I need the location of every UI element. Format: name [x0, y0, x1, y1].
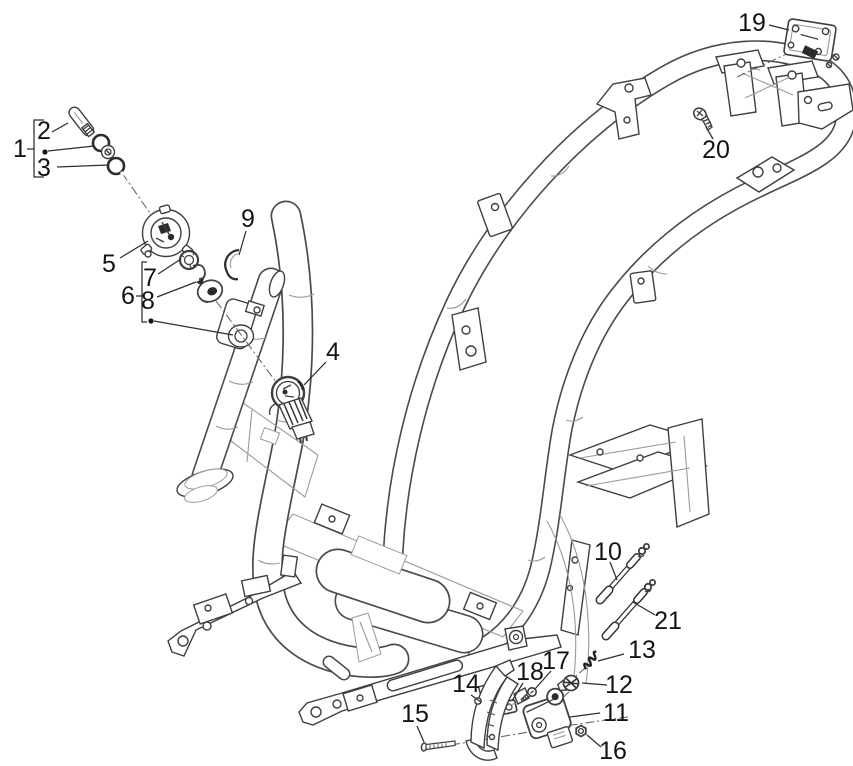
callout-4-label: 4 — [326, 338, 340, 366]
callout-21-leader — [632, 601, 656, 616]
callout-14-label: 14 — [452, 670, 480, 698]
part-retaining-clip — [224, 248, 240, 281]
callout-6-leader — [153, 320, 234, 336]
callout-16-leader — [586, 734, 602, 748]
rail-brackets — [451, 77, 796, 371]
callout-9-leader — [238, 230, 247, 256]
parts-layer — [68, 18, 840, 761]
part-rod-21 — [601, 579, 657, 641]
callout-12-label: 12 — [605, 671, 633, 699]
callout-5-leader — [119, 240, 149, 259]
callout-20-leader — [705, 126, 714, 140]
callout-17-label: 17 — [542, 647, 570, 675]
callout-8-leader — [156, 281, 197, 298]
callout-6-bracket — [141, 261, 147, 323]
part-ignition-switch — [268, 375, 315, 444]
callout-11-leader — [569, 712, 601, 718]
part-lock-cap — [196, 279, 224, 304]
callout-21-label: 21 — [654, 607, 682, 635]
callout-18-leader — [511, 682, 524, 702]
callout-19-label: 19 — [738, 9, 766, 37]
part-plug-12 — [556, 674, 580, 692]
part-screw-15 — [420, 740, 456, 752]
callout-19-leader — [768, 24, 790, 31]
callout-11-label: 11 — [603, 699, 629, 727]
callout-3-leader — [56, 164, 109, 168]
callout-7-leader — [157, 258, 182, 275]
callout-15-label: 15 — [401, 700, 429, 728]
part-spring-13 — [583, 650, 597, 670]
callout-1-dot — [42, 149, 48, 155]
callout-13-label: 13 — [628, 636, 656, 664]
frame-artwork — [167, 49, 853, 726]
callout-14-leader — [470, 694, 482, 703]
callout-9-label: 9 — [241, 205, 255, 233]
part-screw-17 — [520, 687, 537, 703]
callout-2-label: 2 — [37, 117, 51, 145]
floor-platform — [271, 503, 524, 637]
callout-1-leader — [47, 145, 95, 152]
callout-6-label: 6 — [121, 282, 135, 310]
part-lock-body — [140, 204, 194, 258]
callout-5-label: 5 — [102, 250, 116, 278]
callout-1-label: 1 — [13, 135, 27, 163]
callout-18-label: 18 — [516, 658, 544, 686]
callout-12-leader — [581, 682, 608, 686]
callout-16-label: 16 — [599, 737, 627, 765]
callout-6-dot — [148, 318, 154, 324]
part-saddle-latch — [783, 18, 840, 69]
floor-left-rail — [167, 554, 303, 657]
callout-7-label: 7 — [143, 264, 157, 292]
callout-15-leader — [416, 725, 425, 743]
part-lock-cylinder — [91, 133, 116, 160]
callout-17-leader — [534, 670, 552, 690]
callout-10-label: 10 — [594, 538, 622, 566]
part-notched-ring — [178, 249, 200, 271]
callout-20-label: 20 — [702, 136, 730, 164]
callout-8-label: 8 — [141, 287, 155, 315]
rear-support-plates — [546, 418, 710, 687]
head-tube — [176, 269, 319, 503]
callout-3-label: 3 — [37, 154, 51, 182]
part-key-blank — [68, 106, 96, 138]
main-spar — [258, 216, 394, 674]
part-screw-20 — [693, 107, 713, 132]
callout-2-leader — [51, 122, 69, 133]
callout-4-leader — [303, 361, 327, 386]
part-rod-10 — [595, 543, 651, 605]
part-guard-bracket-14 — [465, 659, 519, 761]
callout-13-leader — [597, 653, 625, 662]
callout-10-leader — [609, 561, 618, 581]
part-snap-ring — [106, 156, 126, 177]
mount-towers — [715, 49, 853, 130]
part-nut-16 — [575, 724, 587, 738]
